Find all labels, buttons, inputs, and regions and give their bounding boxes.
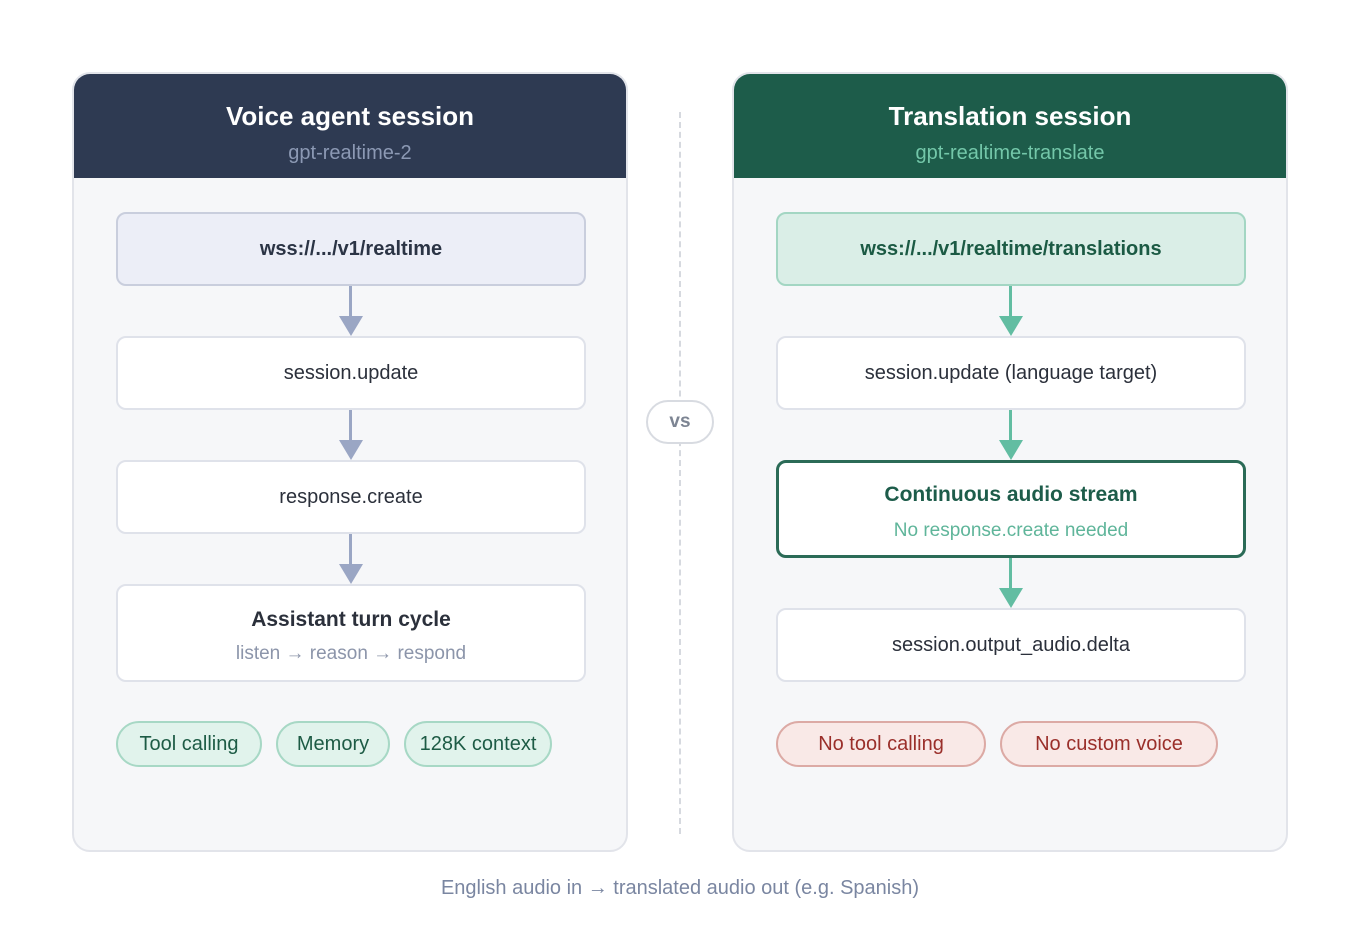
continuous-audio-stream-note: No response.create needed — [893, 520, 1129, 541]
voice-agent-title: Voice agent session — [225, 101, 475, 131]
feature-pill-tool-calling: Tool calling — [116, 721, 262, 767]
voice-agent-header: Voice agent session gpt-realtime-2 — [74, 74, 626, 178]
flow-arrow — [339, 286, 363, 338]
translation-panel: Translation session gpt-realtime-transla… — [732, 72, 1288, 852]
session-update-box: session.update — [116, 336, 586, 410]
flow-arrow — [339, 534, 363, 586]
limitation-pill-no-tool-calling: No tool calling — [776, 721, 986, 767]
assistant-turn-cycle-steps: listen → reason → respond — [235, 643, 467, 664]
flow-arrow — [339, 410, 363, 462]
translation-header: Translation session gpt-realtime-transla… — [734, 74, 1286, 178]
response-create-box: response.create — [116, 460, 586, 534]
flow-arrow — [999, 286, 1023, 338]
continuous-audio-stream-box: Continuous audio stream No response.crea… — [776, 460, 1246, 558]
limitation-pill-no-custom-voice: No custom voice — [1000, 721, 1218, 767]
realtime-endpoint-box: wss://.../v1/realtime — [116, 212, 586, 286]
feature-pill-memory: Memory — [276, 721, 390, 767]
comparison-divider — [679, 112, 681, 834]
translations-endpoint-box: wss://.../v1/realtime/translations — [776, 212, 1246, 286]
footer-caption: English audio in → translated audio out … — [440, 877, 920, 899]
continuous-audio-stream-title: Continuous audio stream — [884, 483, 1138, 506]
assistant-turn-cycle-title: Assistant turn cycle — [251, 608, 451, 631]
voice-agent-panel: Voice agent session gpt-realtime-2 wss:/… — [72, 72, 628, 852]
feature-pill-context: 128K context — [404, 721, 552, 767]
translations-endpoint-label: wss://.../v1/realtime/translations — [860, 238, 1162, 260]
translation-model: gpt-realtime-translate — [915, 142, 1105, 164]
session-update-label: session.update — [283, 362, 419, 384]
output-audio-delta-box: session.output_audio.delta — [776, 608, 1246, 682]
output-audio-delta-label: session.output_audio.delta — [892, 634, 1130, 656]
flow-arrow — [999, 410, 1023, 462]
language-target-label: session.update (language target) — [864, 362, 1158, 384]
response-create-label: response.create — [279, 486, 423, 508]
language-target-box: session.update (language target) — [776, 336, 1246, 410]
voice-agent-model: gpt-realtime-2 — [288, 142, 412, 164]
assistant-turn-cycle-box: Assistant turn cycle listen → reason → r… — [116, 584, 586, 682]
translation-title: Translation session — [888, 101, 1132, 131]
realtime-endpoint-label: wss://.../v1/realtime — [259, 238, 443, 260]
flow-arrow — [999, 558, 1023, 610]
vs-badge: vs — [646, 400, 714, 444]
